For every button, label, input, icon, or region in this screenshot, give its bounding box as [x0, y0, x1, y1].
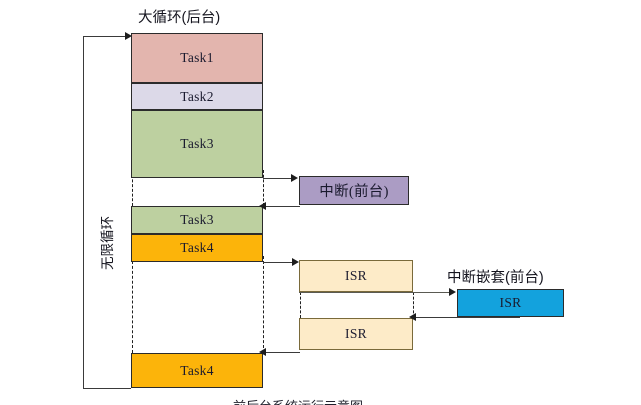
dashed-guide-isr-right [412, 292, 414, 318]
isr-box-label: ISR [345, 268, 367, 283]
isr-box-lower[interactable]: ISR [299, 318, 413, 350]
diagram-title-background-loop: 大循环(后台) [138, 10, 221, 26]
nested-isr-return-line [414, 317, 520, 318]
interrupt-entry-arrowhead [291, 173, 298, 182]
task-block-label: Task3 [180, 136, 214, 151]
interrupt-entry-line [263, 178, 293, 179]
figure-caption: 前后台系统运行示意图 [233, 396, 423, 405]
task-block-label: Task1 [180, 50, 214, 65]
isr-entry-line [263, 262, 294, 263]
task-block-task3-upper[interactable]: Task3 [131, 110, 263, 178]
loop-arrow-vertical-spine [83, 36, 84, 388]
isr-return-to-task-arrowhead [259, 347, 266, 356]
nested-isr-return-arrowhead [409, 312, 416, 321]
dashed-guide-isr-left [299, 292, 301, 318]
task-block-label: Task4 [180, 362, 214, 378]
loop-arrow-head-into-column [125, 31, 132, 40]
task-block-task2[interactable]: Task2 [131, 83, 263, 110]
task-block-label: Task2 [180, 88, 214, 104]
nested-interrupt-label: 中断嵌套(前台) [447, 270, 544, 286]
task-block-task1[interactable]: Task1 [131, 33, 263, 83]
task-block-task4-resumed[interactable]: Task4 [131, 353, 263, 388]
nested-isr-entry-line [299, 292, 451, 293]
isr-box-label: ISR [345, 326, 367, 341]
task-block-label: Task4 [180, 240, 214, 255]
isr-entry-arrowhead [292, 257, 299, 266]
interrupt-return-arrowhead [259, 201, 266, 210]
loop-arrow-bottom-segment [83, 388, 131, 389]
task-block-task3-resumed[interactable]: Task3 [131, 206, 263, 234]
task-block-label: Task3 [180, 212, 214, 227]
interrupt-return-line [264, 206, 300, 207]
nested-isr-return-joint [519, 317, 520, 318]
interrupt-foreground-box[interactable]: 中断(前台) [299, 176, 409, 205]
loop-arrow-top-segment [83, 36, 127, 37]
nested-isr-entry-arrowhead [449, 287, 456, 296]
dashed-guide-right-upper [262, 170, 264, 206]
nested-isr-label: ISR [499, 295, 522, 310]
isr-return-to-task-line [264, 352, 300, 353]
task-block-task4-upper[interactable]: Task4 [131, 234, 263, 262]
dashed-guide-left-upper [131, 170, 133, 206]
nested-isr-box[interactable]: ISR [457, 289, 564, 317]
infinite-loop-label: 无限循环 [100, 216, 115, 270]
interrupt-foreground-label: 中断(前台) [319, 184, 389, 200]
isr-box-upper[interactable]: ISR [299, 260, 413, 292]
dashed-guide-left-lower [131, 256, 133, 353]
dashed-guide-right-lower [262, 256, 264, 353]
